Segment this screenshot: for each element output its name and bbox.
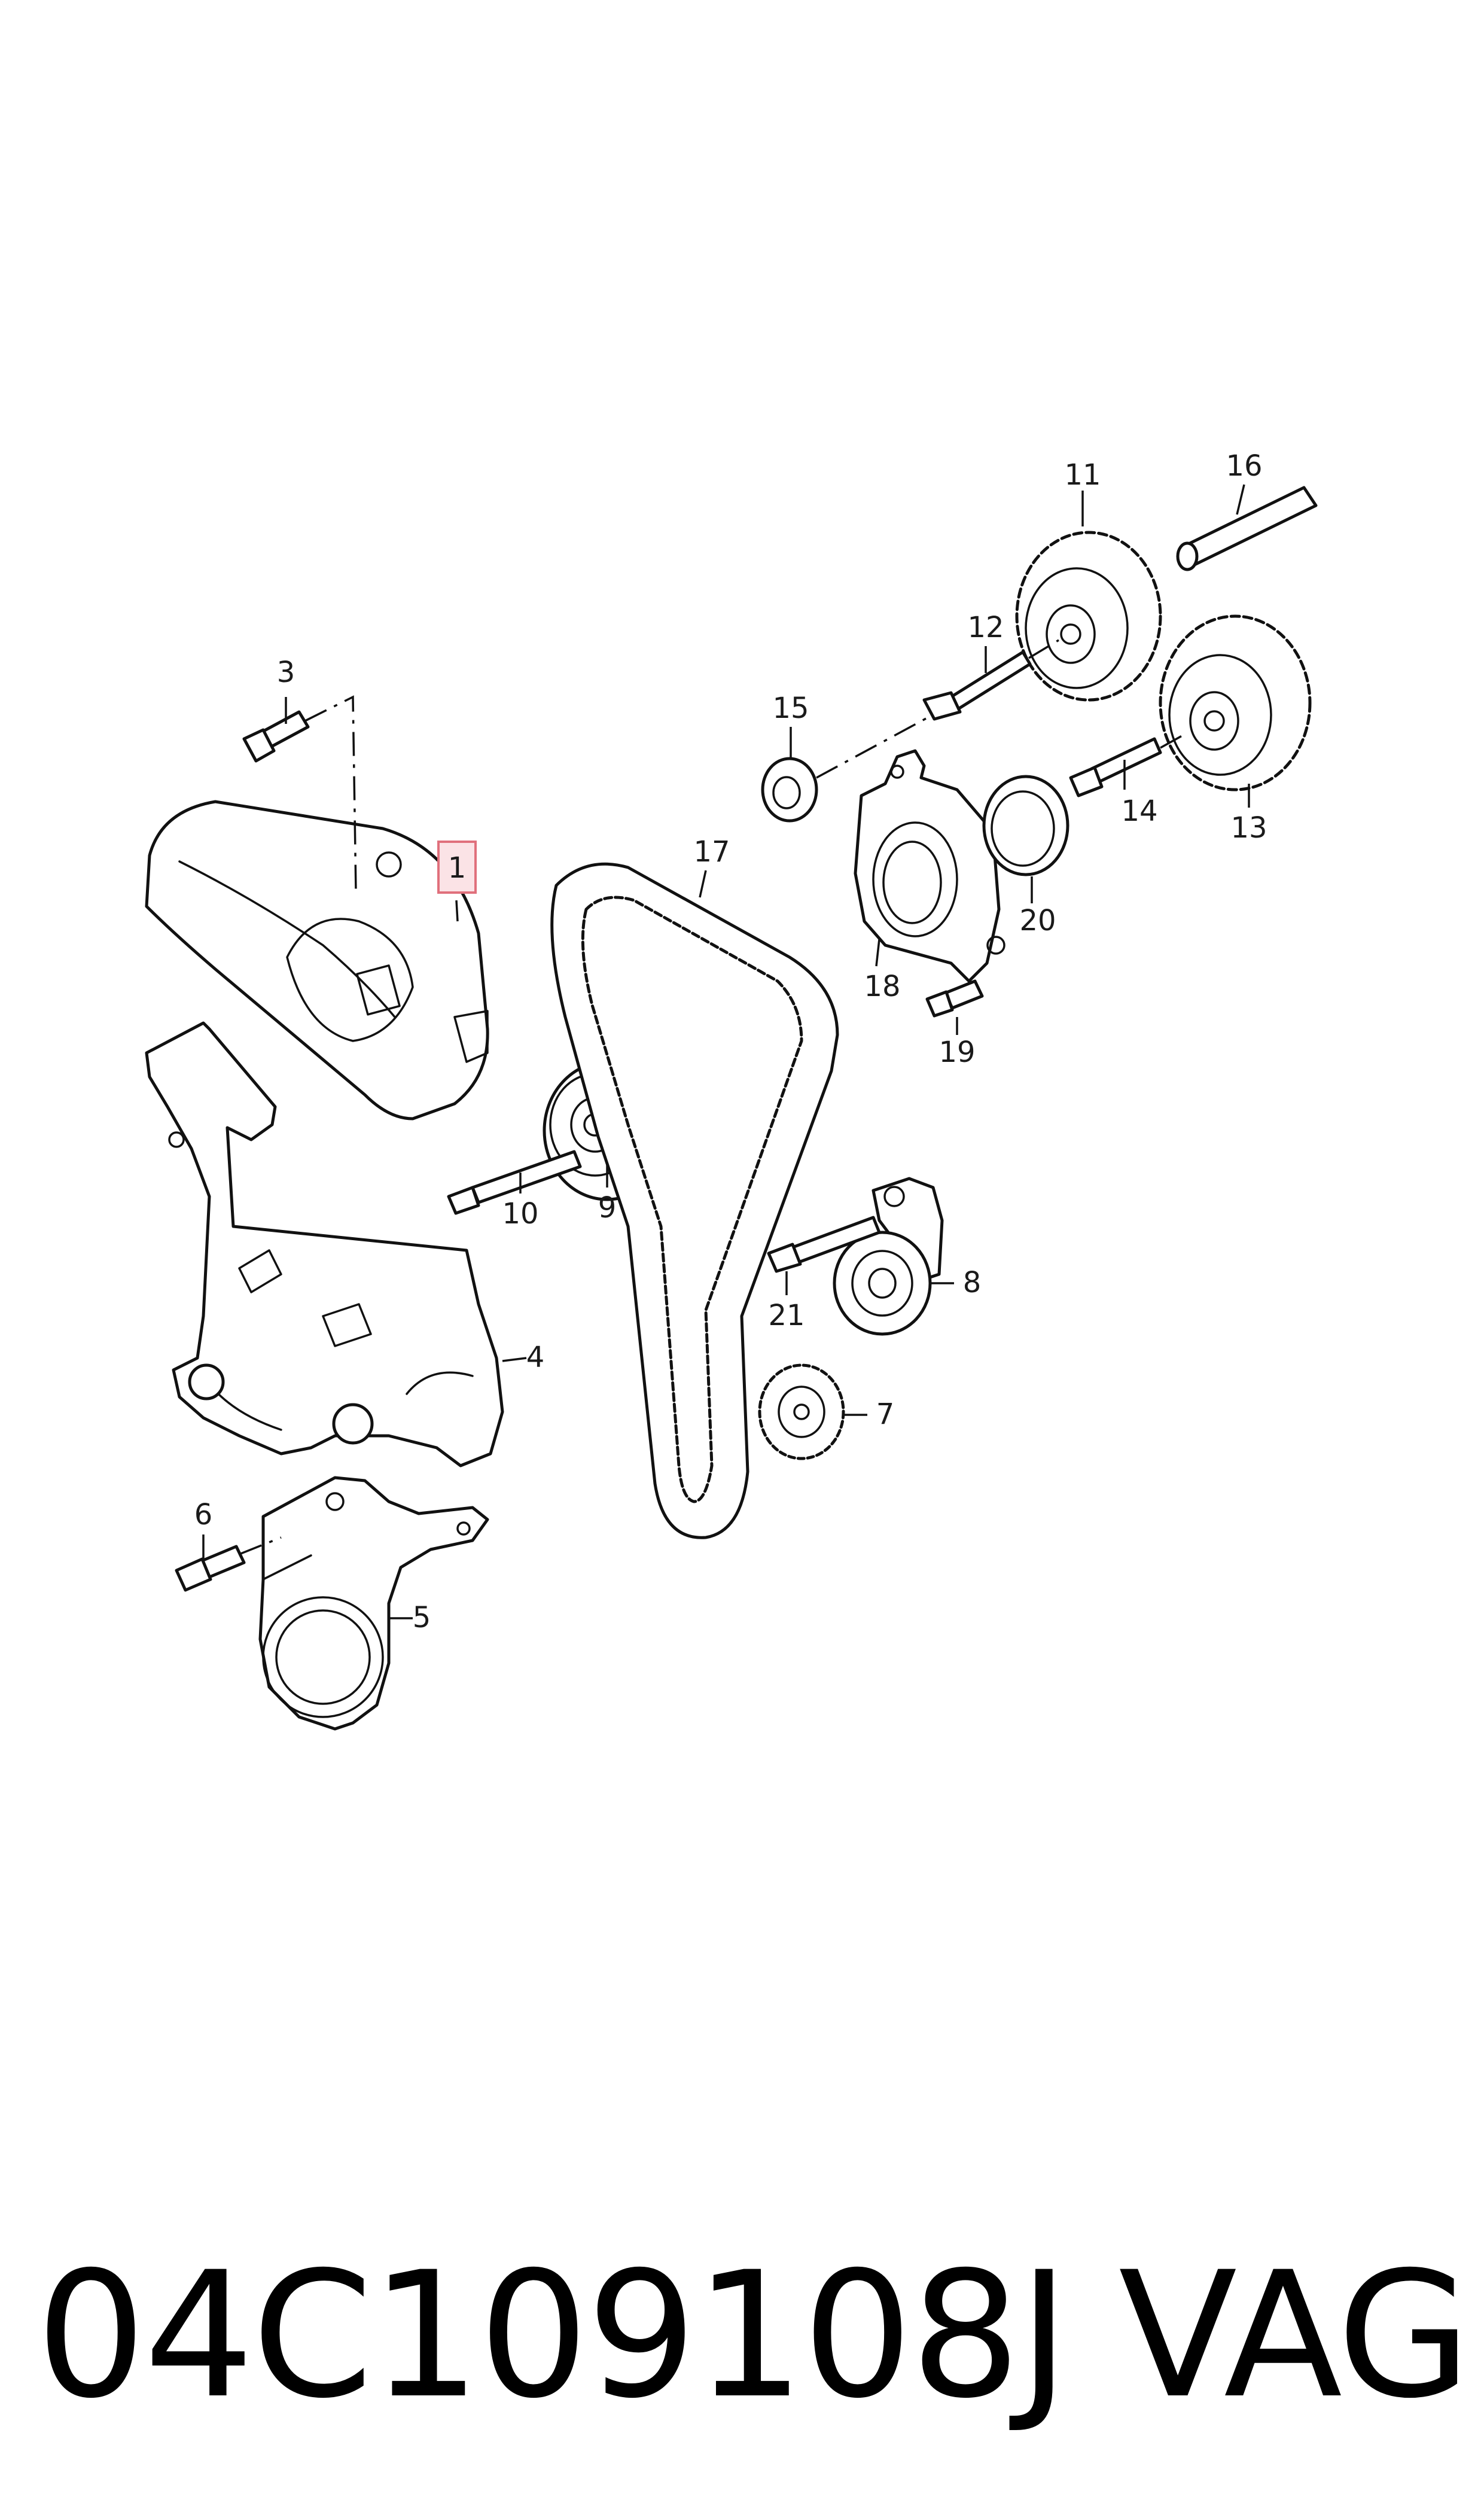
callout-1[interactable]: 1: [448, 851, 467, 885]
callout-6[interactable]: 6: [194, 1498, 213, 1531]
callout-3[interactable]: 3: [277, 656, 295, 689]
rear-timing-cover: [145, 1021, 504, 1467]
callout-16[interactable]: 16: [1226, 449, 1262, 483]
callout-15[interactable]: 15: [772, 692, 809, 725]
tensioner-pulley: [833, 1177, 944, 1336]
callout-20[interactable]: 20: [1019, 904, 1056, 937]
callout-5[interactable]: 5: [413, 1601, 431, 1634]
cover-bolt: [242, 695, 357, 892]
callout-17[interactable]: 17: [693, 835, 730, 869]
lower-timing-cover: [258, 1476, 489, 1731]
callout-19[interactable]: 19: [938, 1036, 975, 1069]
callout-4[interactable]: 4: [526, 1341, 545, 1374]
camshaft-bolt: [922, 639, 1059, 721]
callout-11[interactable]: 11: [1064, 458, 1101, 492]
callout-9[interactable]: 9: [598, 1191, 617, 1225]
tensioner-bolt: [767, 1216, 881, 1273]
callout-14[interactable]: 14: [1121, 794, 1157, 828]
callout-12[interactable]: 12: [967, 611, 1004, 644]
callout-labels: 1 3 4 5 6 7 8 9 10 11 12 13 14 15 16 17 …: [194, 449, 1267, 1634]
callout-7[interactable]: 7: [876, 1397, 895, 1431]
camshaft-sprocket-upper: [1015, 531, 1162, 702]
idler-bolt: [447, 1150, 582, 1215]
seal-ring: [982, 775, 1069, 876]
alignment-pin: [1176, 486, 1318, 571]
cap-nut: [761, 717, 928, 823]
upper-timing-cover: [145, 800, 489, 1121]
part-number-text: 04C109108J: [36, 2235, 1069, 2437]
camshaft-sprocket-lower: [1159, 614, 1312, 791]
callout-21[interactable]: 21: [768, 1299, 805, 1332]
sprocket-bolt: [1069, 732, 1188, 797]
timing-belt: [550, 862, 839, 1539]
crankshaft-sprocket: [758, 1363, 845, 1460]
callout-18[interactable]: 18: [864, 970, 900, 1003]
rear-plate: [854, 749, 1005, 983]
plate-bolt: [925, 979, 984, 1018]
callout-8[interactable]: 8: [963, 1266, 982, 1299]
leader-lines: [202, 484, 1250, 1619]
lower-cover-bolt: [175, 1536, 282, 1592]
callout-10[interactable]: 10: [502, 1197, 538, 1231]
callout-13[interactable]: 13: [1230, 811, 1267, 845]
callout-1-highlight: [437, 841, 477, 894]
brand-text: VAG: [1119, 2235, 1471, 2437]
